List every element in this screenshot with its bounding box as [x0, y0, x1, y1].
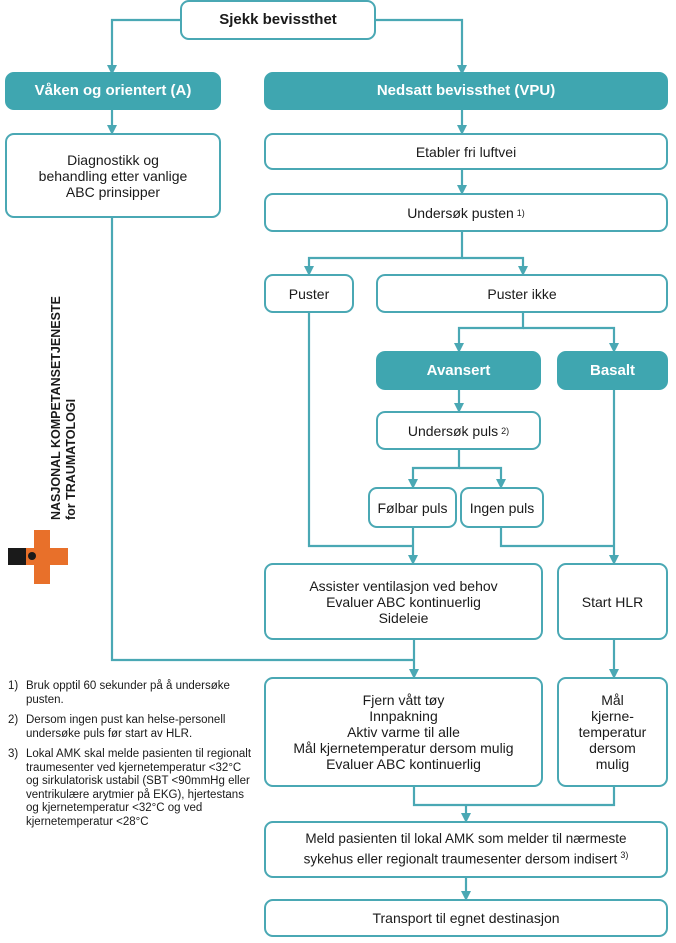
measure-line: mulig — [595, 756, 630, 772]
footnote-text: Lokal AMK skal melde pasienten til regio… — [26, 748, 252, 828]
no-pulse-box: Ingen puls — [460, 487, 544, 528]
check-breathing-label: Undersøk pusten — [407, 204, 514, 221]
no-pulse-label: Ingen puls — [469, 499, 535, 516]
awake-oriented-label: Våken og orientert (A) — [34, 82, 192, 99]
footnote-number: 1) — [8, 680, 19, 692]
footnote-ref: 3) — [620, 850, 629, 861]
measure-line: kjerne- — [591, 708, 634, 724]
check-consciousness-box: Sjekk bevissthet — [180, 0, 376, 40]
advanced-box: Avansert — [376, 351, 541, 390]
measure-line: temperatur — [578, 724, 647, 740]
basic-box: Basalt — [557, 351, 668, 390]
reduced-consciousness-box: Nedsatt bevissthet (VPU) — [264, 72, 668, 110]
warming-line: Fjern vått tøy — [362, 692, 445, 708]
assist-line: Sideleie — [378, 609, 429, 626]
assist-line: Evaluer ABC kontinuerlig — [326, 593, 481, 610]
pulse-present-box: Følbar puls — [368, 487, 457, 528]
pulse-present-label: Følbar puls — [377, 499, 448, 516]
footnote-item: 3) Lokal AMK skal melde pasienten til re… — [8, 748, 253, 829]
measure-core-temp-box: Mål kjerne- temperatur dersom mulig — [557, 677, 668, 787]
footnote-text: Dersom ingen pust kan helse-personell un… — [26, 714, 226, 740]
diagnostics-line: Diagnostikk og — [67, 151, 159, 168]
footnote-item: 2) Dersom ingen pust kan helse-personell… — [8, 714, 253, 741]
footnotes: 1) Bruk opptil 60 sekunder på å undersøk… — [8, 680, 253, 836]
transport-box: Transport til egnet destinasjon — [264, 899, 668, 937]
logo-line-1: NASJONAL KOMPETANSETJENESTE — [49, 296, 63, 520]
warming-line: Mål kjernetemperatur dersom mulig — [293, 740, 514, 756]
check-pulse-label: Undersøk puls — [407, 422, 499, 439]
notify-line: Meld pasienten til lokal AMK som melder … — [305, 831, 627, 847]
diagnostics-line: ABC prinsipper — [65, 183, 161, 200]
reduced-consciousness-label: Nedsatt bevissthet (VPU) — [376, 82, 556, 99]
warming-line: Evaluer ABC kontinuerlig — [326, 756, 481, 772]
measure-line: dersom — [589, 740, 636, 756]
diagnostics-line: behandling etter vanlige — [38, 167, 188, 184]
breathing-box: Puster — [264, 274, 354, 313]
check-consciousness-label: Sjekk bevissthet — [219, 11, 337, 28]
organization-logo: NASJONAL KOMPETANSETJENESTE for TRAUMATO… — [22, 285, 82, 525]
footnote-ref: 1) — [516, 207, 525, 218]
basic-label: Basalt — [589, 361, 636, 379]
not-breathing-box: Puster ikke — [376, 274, 668, 313]
warming-box: Fjern vått tøy Innpakning Aktiv varme ti… — [264, 677, 543, 787]
footnote-number: 2) — [8, 714, 19, 726]
transport-label: Transport til egnet destinasjon — [372, 910, 560, 926]
advanced-label: Avansert — [426, 361, 491, 379]
breathing-label: Puster — [288, 285, 330, 302]
footnote-item: 1) Bruk opptil 60 sekunder på å undersøk… — [8, 680, 253, 707]
footnote-ref: 2) — [501, 425, 510, 436]
start-cpr-box: Start HLR — [557, 563, 668, 640]
awake-oriented-box: Våken og orientert (A) — [5, 72, 221, 110]
footnote-number: 3) — [8, 748, 19, 760]
footnote-text: Bruk opptil 60 sekunder på å undersøke p… — [26, 680, 230, 706]
warming-line: Aktiv varme til alle — [347, 724, 460, 740]
measure-line: Mål — [601, 692, 624, 708]
assist-line: Assister ventilasjon ved behov — [309, 577, 498, 594]
notify-line: sykehus eller regionalt traumesenter der… — [303, 851, 618, 867]
diagnostics-box: Diagnostikk og behandling etter vanlige … — [5, 133, 221, 218]
airway-label: Etabler fri luftvei — [415, 143, 517, 160]
logo-line-2: for TRAUMATOLOGI — [64, 399, 78, 520]
not-breathing-label: Puster ikke — [487, 285, 557, 302]
airway-box: Etabler fri luftvei — [264, 133, 668, 170]
logo-cross-icon — [8, 530, 68, 584]
logo-text-svg: NASJONAL KOMPETANSETJENESTE for TRAUMATO… — [49, 296, 78, 520]
start-cpr-label: Start HLR — [581, 593, 644, 610]
assist-ventilation-box: Assister ventilasjon ved behov Evaluer A… — [264, 563, 543, 640]
notify-amk-box: Meld pasienten til lokal AMK som melder … — [264, 821, 668, 878]
warming-line: Innpakning — [369, 708, 438, 724]
